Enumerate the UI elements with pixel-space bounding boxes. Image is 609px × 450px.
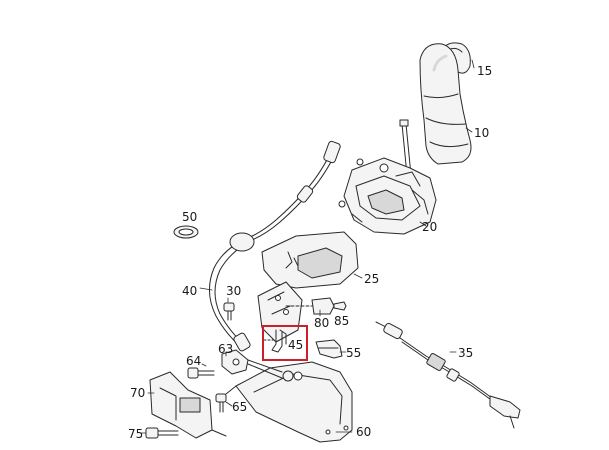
label-45[interactable]: 45 — [288, 338, 304, 352]
label-35[interactable]: 35 — [458, 346, 474, 360]
label-80[interactable]: 80 — [314, 316, 330, 330]
pin-85[interactable] — [333, 301, 347, 311]
label-75[interactable]: 75 — [128, 427, 144, 441]
label-50[interactable]: 50 — [182, 210, 198, 224]
cable-assembly-35[interactable] — [375, 321, 521, 429]
bracket-linkage — [257, 281, 303, 343]
label-25[interactable]: 25 — [364, 272, 380, 286]
gear-lever-boot-10[interactable] — [419, 43, 472, 165]
plate-bracket-70[interactable] — [149, 371, 227, 439]
shift-housing-20[interactable] — [338, 157, 437, 235]
cover-trim-25[interactable] — [261, 231, 359, 289]
bolt-64[interactable] — [187, 367, 215, 379]
label-55[interactable]: 55 — [346, 346, 362, 360]
label-85[interactable]: 85 — [334, 314, 350, 328]
label-10[interactable]: 10 — [474, 126, 490, 140]
leader-lines — [139, 59, 475, 434]
selected-part-highlight — [262, 325, 308, 361]
screw-30[interactable] — [223, 302, 235, 321]
label-20[interactable]: 20 — [422, 220, 438, 234]
clip-80[interactable] — [285, 297, 335, 315]
lever-63[interactable] — [221, 349, 303, 382]
label-64[interactable]: 64 — [186, 354, 202, 368]
label-15[interactable]: 15 — [477, 64, 493, 78]
base-plate-60[interactable] — [225, 361, 353, 443]
screw-75[interactable] — [145, 427, 179, 439]
label-30[interactable]: 30 — [226, 284, 242, 298]
label-60[interactable]: 60 — [356, 425, 372, 439]
screw-65[interactable] — [215, 393, 227, 413]
grommet-ring-50[interactable] — [173, 225, 199, 239]
label-70[interactable]: 70 — [130, 386, 146, 400]
selector-cable-40[interactable] — [209, 140, 341, 352]
label-65[interactable]: 65 — [232, 400, 248, 414]
label-40[interactable]: 40 — [182, 284, 198, 298]
label-63[interactable]: 63 — [218, 342, 234, 356]
spring-clip-45[interactable] — [263, 329, 287, 353]
bracket-55[interactable] — [315, 339, 343, 359]
